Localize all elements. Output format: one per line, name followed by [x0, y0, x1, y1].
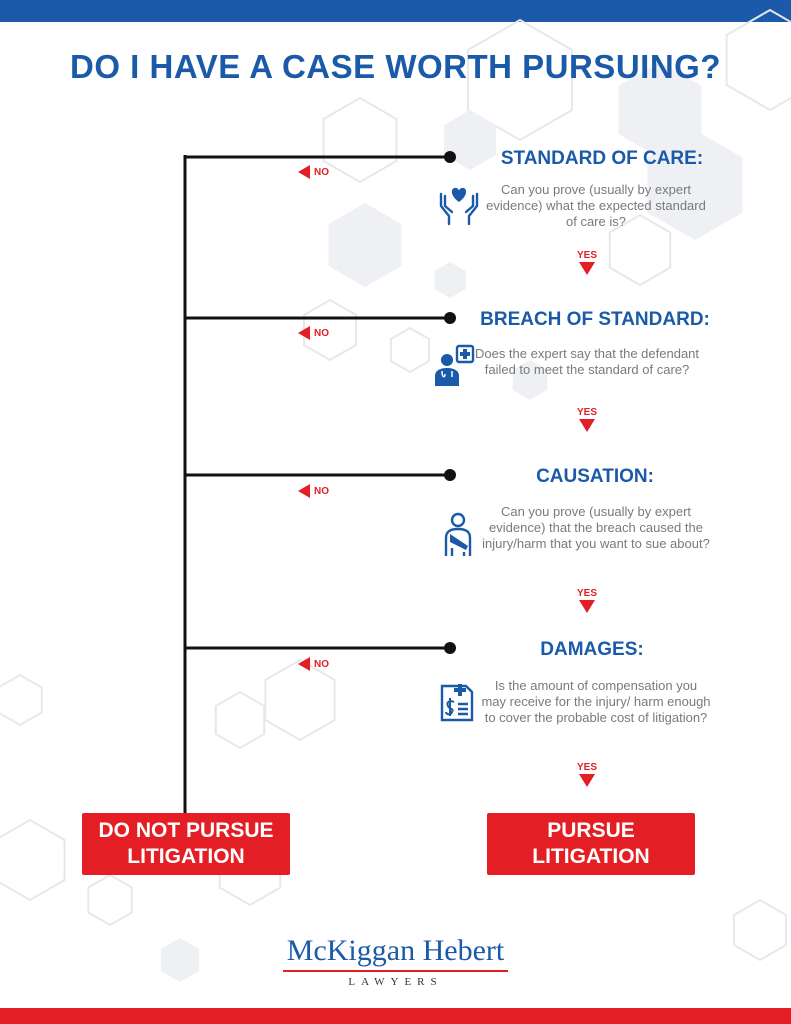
- yes-arrow-1: YES: [567, 250, 607, 275]
- logo-name: McKiggan Hebert: [282, 934, 509, 972]
- background-hexagon: [444, 110, 496, 170]
- step-title-damages: DAMAGES:: [540, 639, 644, 660]
- background-hexagon: [0, 673, 43, 727]
- background-hexagon: [467, 18, 573, 142]
- branch-node-2: [444, 312, 456, 324]
- background-hexagon: [328, 203, 402, 287]
- background-hexagon: [214, 690, 266, 750]
- background-hexagon: [512, 360, 548, 400]
- no-arrow-3: NO: [298, 484, 329, 498]
- step-title-standard-of-care: STANDARD OF CARE:: [500, 148, 704, 169]
- yes-arrow-4: YES: [567, 762, 607, 787]
- no-arrow-2: NO: [298, 326, 329, 340]
- background-hexagon: [733, 898, 787, 962]
- left-arrow-icon: [298, 326, 310, 340]
- left-arrow-icon: [298, 165, 310, 179]
- background-hexagon: [87, 873, 133, 927]
- do-not-pursue-box: DO NOT PURSUE LITIGATION: [82, 813, 290, 875]
- background-hexagon: [434, 262, 466, 298]
- no-arrow-4: NO: [298, 657, 329, 671]
- pursue-box: PURSUE LITIGATION: [487, 813, 695, 875]
- down-chevron-icon: [579, 774, 595, 787]
- injured-person-icon: [444, 512, 472, 556]
- background-hexagon: [608, 213, 672, 287]
- left-arrow-icon: [298, 657, 310, 671]
- hands-heart-icon: [439, 187, 479, 226]
- doctor-plus-icon: [435, 344, 475, 386]
- background-hexagon: [389, 326, 431, 374]
- yes-arrow-2: YES: [567, 407, 607, 432]
- do-not-pursue-label: DO NOT PURSUE LITIGATION: [98, 819, 274, 868]
- background-hexagon: [264, 658, 336, 742]
- step-question-damages: Is the amount of compensation you may re…: [481, 678, 711, 725]
- left-arrow-icon: [298, 484, 310, 498]
- background-hexagon: [647, 130, 743, 240]
- company-logo: McKiggan Hebert LAWYERS: [0, 934, 791, 988]
- down-chevron-icon: [579, 262, 595, 275]
- pursue-label: PURSUE LITIGATION: [532, 819, 650, 868]
- top-bar: [0, 0, 791, 22]
- step-question-standard-of-care: Can you prove (usually by expert evidenc…: [486, 182, 706, 229]
- background-hexagon: [725, 8, 791, 112]
- background-hexagon: [618, 62, 702, 158]
- logo-subtitle: LAWYERS: [348, 976, 443, 988]
- background-hexagon: [160, 938, 200, 982]
- branch-node-3: [444, 469, 456, 481]
- step-question-breach-of-standard: Does the expert say that the defendant f…: [474, 346, 700, 377]
- background-hexagon: [0, 818, 66, 902]
- yes-arrow-3: YES: [567, 588, 607, 613]
- down-chevron-icon: [579, 600, 595, 613]
- down-chevron-icon: [579, 419, 595, 432]
- no-arrow-1: NO: [298, 165, 329, 179]
- bottom-bar: [0, 1008, 791, 1024]
- background-hexagon: [322, 96, 398, 184]
- background-hexagon: [303, 298, 357, 362]
- medical-bill-icon: [440, 684, 474, 722]
- branch-node-1: [444, 151, 456, 163]
- step-title-causation: CAUSATION:: [536, 466, 654, 487]
- page-title: DO I HAVE A CASE WORTH PURSUING?: [70, 48, 721, 85]
- branch-node-4: [444, 642, 456, 654]
- step-question-causation: Can you prove (usually by expert evidenc…: [482, 504, 710, 551]
- step-title-breach-of-standard: BREACH OF STANDARD:: [480, 309, 710, 330]
